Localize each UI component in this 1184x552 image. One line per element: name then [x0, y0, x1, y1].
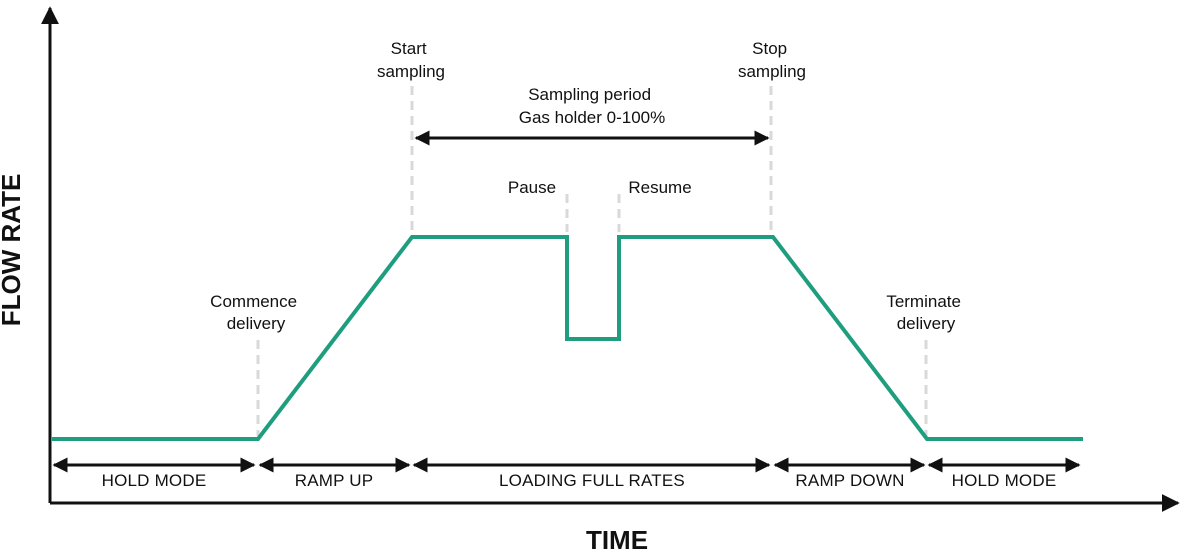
phase-label-ramp-up: RAMP UP: [295, 471, 374, 490]
label-terminate-delivery: Terminate delivery: [886, 292, 965, 333]
phase-label-ramp-down: RAMP DOWN: [795, 471, 904, 490]
label-commence-delivery: Commence delivery: [210, 292, 302, 333]
label-sampling-period: Sampling period Gas holder 0-100%: [519, 85, 665, 127]
phase-label-loading-full-rates: LOADING FULL RATES: [499, 471, 685, 490]
label-start-sampling: Start sampling: [377, 39, 445, 81]
y-axis-title: FLOW RATE: [0, 174, 26, 327]
phase-label-hold-mode-2: HOLD MODE: [952, 471, 1057, 490]
flow-rate-curve: [52, 235, 1083, 441]
phase-label-hold-mode: HOLD MODE: [102, 471, 207, 490]
label-resume: Resume: [628, 178, 691, 197]
x-axis-title: TIME: [586, 525, 648, 552]
label-pause: Pause: [508, 178, 556, 197]
label-stop-sampling: Stop sampling: [738, 39, 806, 81]
